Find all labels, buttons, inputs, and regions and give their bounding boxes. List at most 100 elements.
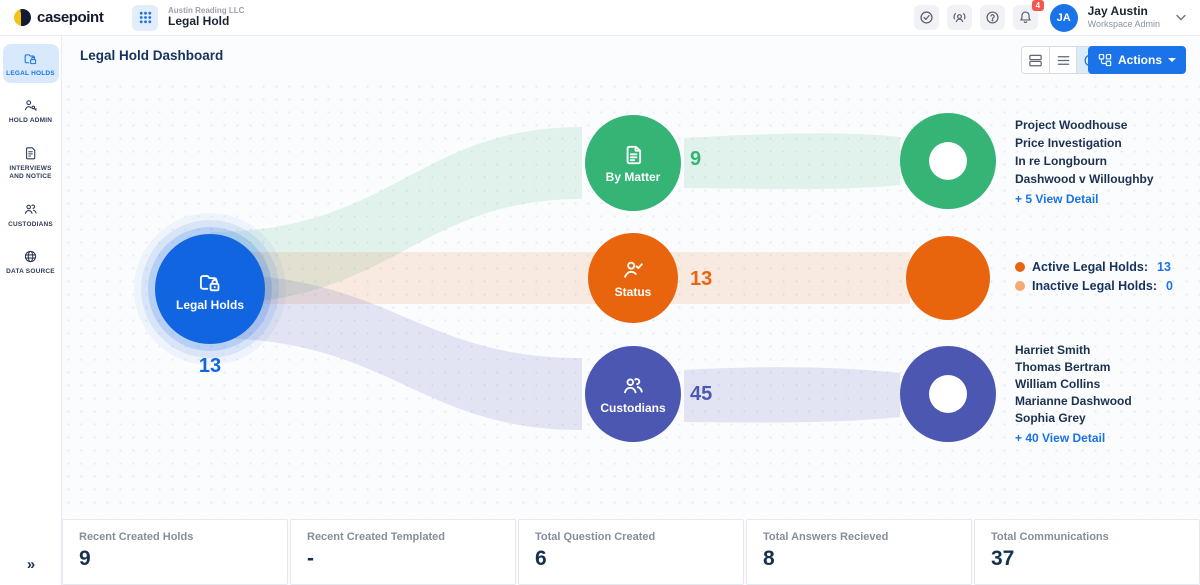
status-count: 13 bbox=[690, 268, 713, 290]
notification-badge: 4 bbox=[1032, 0, 1044, 11]
legal-holds-count: 13 bbox=[198, 355, 222, 377]
stat-label: Recent Created Holds bbox=[79, 531, 194, 543]
stat-value: - bbox=[307, 547, 314, 570]
main-content: Legal Hold Dashboard Actions bbox=[62, 36, 1200, 585]
sidebar-expand-button[interactable]: » bbox=[0, 556, 62, 573]
sidebar-item-interviews-notice[interactable]: INTERVIEWS AND NOTICE bbox=[3, 139, 59, 187]
clock-check-button[interactable] bbox=[913, 5, 939, 30]
data-source-icon bbox=[24, 251, 37, 263]
list-item: Harriet Smith bbox=[1015, 343, 1091, 357]
sidebar-item-legal-holds[interactable]: LEGAL HOLDS bbox=[2, 44, 59, 84]
legal-hold-flow-diagram: Legal Holds 13 By Matter 9 Status 13 bbox=[62, 80, 1200, 515]
list-item: Project Woodhouse bbox=[1015, 118, 1128, 132]
list-item: In re Longbourn bbox=[1015, 154, 1107, 168]
stat-value: 37 bbox=[991, 547, 1015, 570]
legend-value: 0 bbox=[1166, 278, 1173, 293]
node-label: Custodians bbox=[600, 401, 666, 415]
document-icon bbox=[626, 145, 642, 165]
actions-label: Actions bbox=[1117, 53, 1162, 67]
sidebar-item-label: HOLD ADMIN bbox=[8, 117, 53, 125]
sidebar: LEGAL HOLDS HOLD ADMIN INTERVIEWS AND NO… bbox=[0, 36, 62, 585]
status-node[interactable]: Status bbox=[588, 233, 678, 323]
custodian-view-detail-link[interactable]: + 40 View Detail bbox=[1015, 431, 1106, 445]
summary-stats-row: Recent Created Holds 9 Recent Created Te… bbox=[62, 519, 1200, 585]
user-role: Workspace Admin bbox=[1087, 19, 1160, 30]
workspace-context: Austin Reading LLC Legal Hold bbox=[168, 6, 244, 29]
stat-label: Total Answers Recieved bbox=[763, 531, 889, 543]
casepoint-logo: casepoint bbox=[12, 7, 114, 28]
card-view-icon bbox=[1029, 54, 1042, 66]
legend-label: Inactive Legal Holds: bbox=[1032, 278, 1158, 293]
node-label: Status bbox=[614, 285, 652, 299]
grid-icon bbox=[139, 11, 151, 24]
matter-list: Project Woodhouse Price Investigation In… bbox=[1015, 116, 1154, 206]
by-matter-donut[interactable] bbox=[900, 113, 996, 209]
notifications-button[interactable]: 4 bbox=[1012, 0, 1044, 30]
stat-label: Total Question Created bbox=[535, 531, 656, 543]
status-circle[interactable] bbox=[906, 236, 990, 320]
sidebar-item-data-source[interactable]: DATA SOURCE bbox=[3, 242, 59, 281]
stat-value: 6 bbox=[535, 547, 547, 570]
chevron-down-icon[interactable] bbox=[1176, 14, 1186, 21]
caret-down-icon bbox=[1168, 58, 1176, 62]
sidebar-item-hold-admin[interactable]: HOLD ADMIN bbox=[3, 91, 59, 130]
custodians-node[interactable]: Custodians bbox=[585, 346, 681, 442]
sidebar-item-label: CUSTODIANS bbox=[8, 220, 53, 228]
by-matter-node[interactable]: By Matter bbox=[585, 115, 681, 211]
list-item: Price Investigation bbox=[1015, 136, 1122, 150]
list-item: Thomas Bertram bbox=[1015, 360, 1111, 374]
sidebar-item-custodians[interactable]: CUSTODIANS bbox=[3, 195, 59, 234]
by-matter-count: 9 bbox=[690, 148, 702, 170]
legal-holds-node[interactable]: Legal Holds bbox=[155, 234, 265, 344]
custodian-list: Harriet Smith Thomas Bertram William Col… bbox=[1015, 342, 1132, 445]
list-item: Dashwood v Willoughby bbox=[1015, 172, 1154, 186]
legend-row-active: Active Legal Holds: 13 bbox=[1015, 257, 1173, 276]
stat-card-recent-templates: Recent Created Templated - bbox=[290, 519, 516, 585]
legend-label: Active Legal Holds: bbox=[1032, 259, 1148, 274]
stat-card-questions: Total Question Created 6 bbox=[518, 519, 744, 585]
person-check-icon bbox=[624, 261, 643, 278]
support-icon bbox=[953, 13, 966, 23]
sidebar-item-label: LEGAL HOLDS bbox=[6, 70, 55, 77]
stat-card-recent-holds: Recent Created Holds 9 bbox=[62, 519, 288, 585]
stat-value: 9 bbox=[79, 547, 91, 570]
help-icon bbox=[986, 11, 999, 24]
matter-view-detail-link[interactable]: + 5 View Detail bbox=[1015, 192, 1099, 206]
app-title: Legal Hold bbox=[168, 14, 230, 29]
legal-holds-icon bbox=[24, 54, 37, 65]
custodians-count: 45 bbox=[690, 383, 713, 405]
casepoint-logo-icon bbox=[12, 7, 33, 28]
legend-value: 13 bbox=[1157, 259, 1171, 274]
user-name: Jay Austin bbox=[1087, 4, 1148, 19]
page-title: Legal Hold Dashboard bbox=[80, 48, 224, 63]
stat-label: Total Communications bbox=[991, 531, 1109, 543]
active-dot-icon bbox=[1015, 261, 1025, 272]
legend-row-inactive: Inactive Legal Holds: 0 bbox=[1015, 276, 1173, 295]
clock-check-icon bbox=[920, 11, 933, 24]
list-view-button[interactable] bbox=[1049, 47, 1076, 73]
support-button[interactable] bbox=[946, 5, 972, 30]
hold-admin-icon bbox=[24, 100, 37, 112]
legal-holds-node-icon bbox=[199, 275, 220, 292]
people-icon bbox=[624, 378, 643, 394]
topbar: casepoint Austin Reading LLC Legal Hold bbox=[0, 0, 1200, 36]
app-switcher-button[interactable] bbox=[132, 4, 158, 31]
node-label: By Matter bbox=[605, 170, 661, 184]
card-view-button[interactable] bbox=[1022, 47, 1049, 73]
avatar[interactable]: JA bbox=[1049, 3, 1078, 32]
list-item: Sophia Grey bbox=[1015, 411, 1086, 425]
brand-name: casepoint bbox=[37, 9, 104, 26]
stat-card-answers: Total Answers Recieved 8 bbox=[746, 519, 972, 585]
interviews-notice-icon bbox=[26, 147, 36, 160]
list-item: William Collins bbox=[1015, 377, 1101, 391]
stat-value: 8 bbox=[763, 547, 775, 570]
help-button[interactable] bbox=[979, 5, 1005, 30]
bell-icon bbox=[1019, 11, 1031, 24]
node-label: Legal Holds bbox=[175, 298, 244, 312]
status-legend: Active Legal Holds: 13 Inactive Legal Ho… bbox=[1015, 257, 1173, 295]
custodians-donut[interactable] bbox=[900, 346, 996, 442]
user-menu[interactable]: Jay Austin Workspace Admin bbox=[1087, 4, 1160, 30]
actions-button[interactable]: Actions bbox=[1087, 46, 1186, 74]
org-name: Austin Reading LLC bbox=[168, 6, 245, 15]
stat-label: Recent Created Templated bbox=[307, 531, 445, 543]
